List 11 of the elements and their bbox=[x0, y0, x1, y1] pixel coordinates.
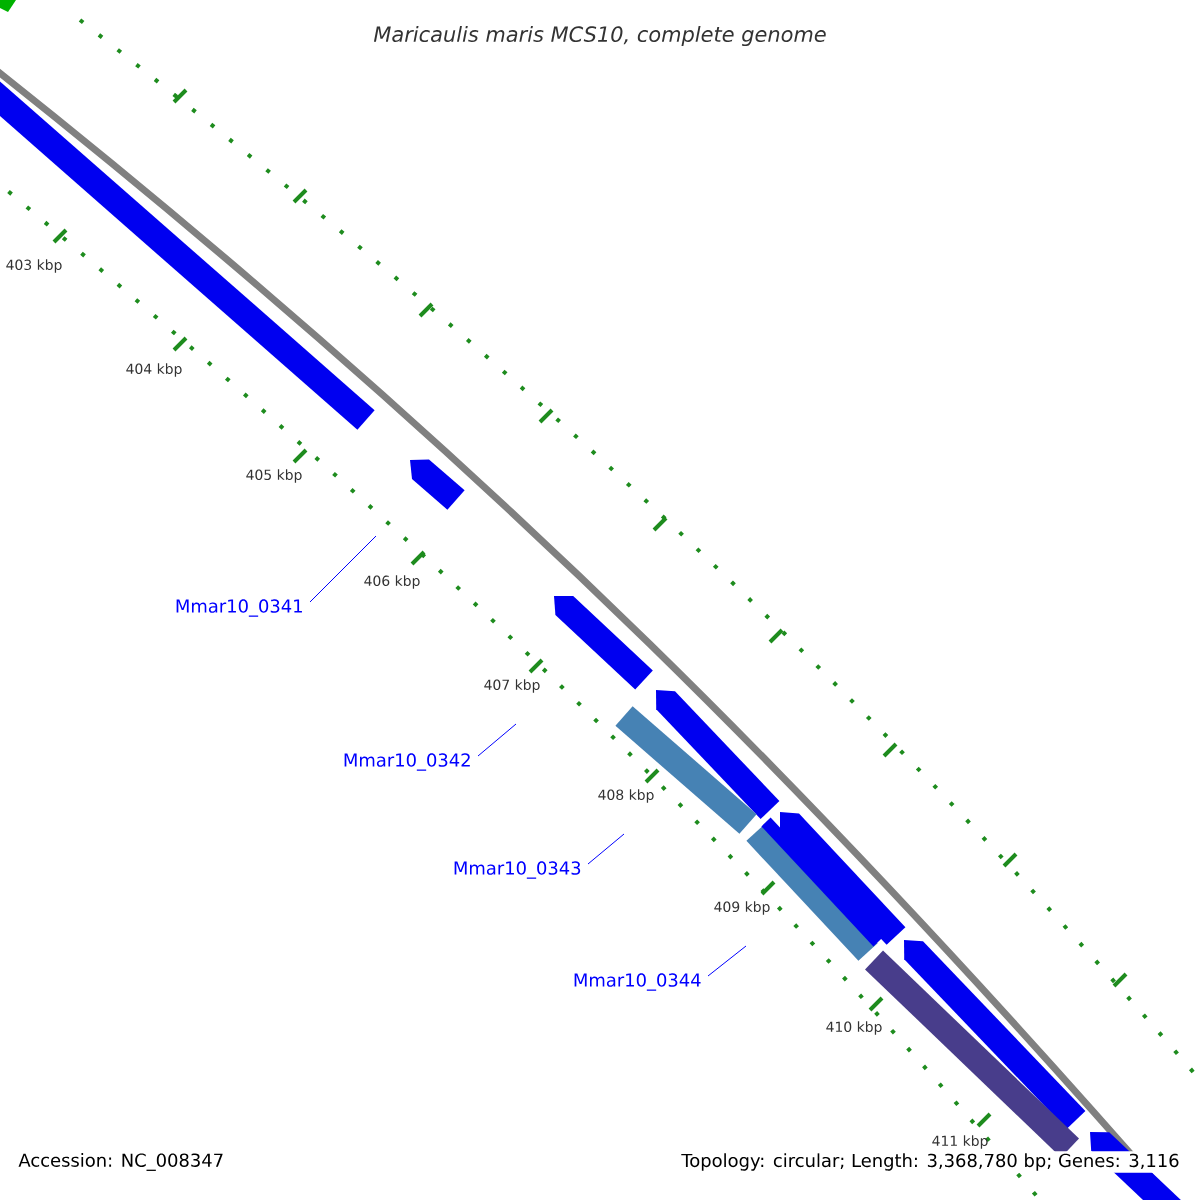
leader-line bbox=[309, 535, 377, 603]
summary-label: Topology: circular; Length: 3,368,780 bp; Genes: 3,116 bbox=[679, 1151, 1182, 1173]
leader-line bbox=[707, 945, 747, 977]
title: Maricaulis maris MCS10, complete genome bbox=[373, 25, 826, 47]
leader-line bbox=[477, 723, 517, 757]
gene-label: Mmar10_0342 bbox=[344, 753, 470, 771]
gene-label: Mmar10_0344 bbox=[574, 973, 701, 991]
gene-label: Mmar10_0343 bbox=[454, 861, 581, 879]
leader-line bbox=[587, 833, 625, 865]
gene-label: Mmar10_0341 bbox=[176, 599, 302, 617]
accession-label: Accession: NC_008347 bbox=[16, 1151, 227, 1173]
